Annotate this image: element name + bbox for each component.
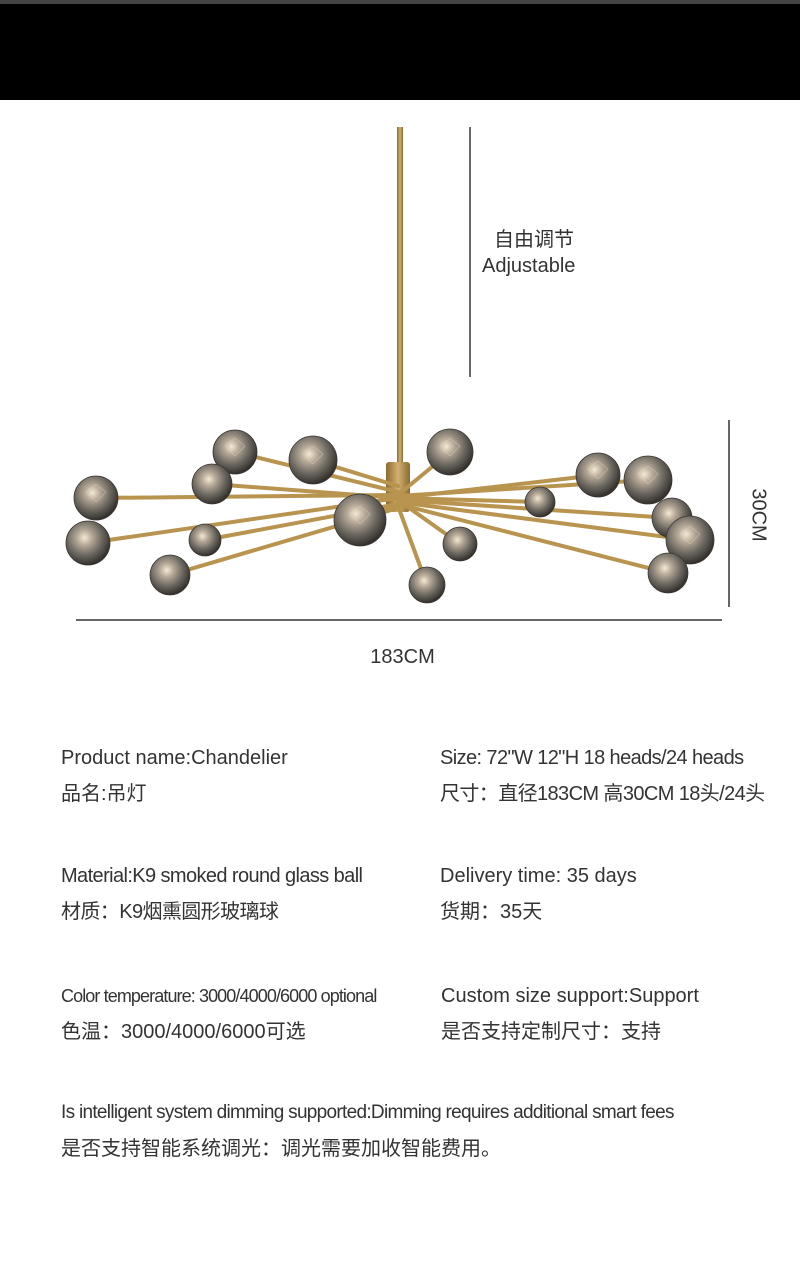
spec-material: Material:K9 smoked round glass ball 材质：K… bbox=[61, 858, 363, 930]
spec-product-name-en: Product name:Chandelier bbox=[61, 747, 288, 769]
adjustable-label-cn: 自由调节 bbox=[494, 229, 574, 251]
spec-dimming-en: Is intelligent system dimming supported:… bbox=[61, 1102, 674, 1123]
spec-color-temperature-en: Color temperature: 3000/4000/6000 option… bbox=[61, 986, 377, 1006]
spec-dimming: Is intelligent system dimming supported:… bbox=[61, 1095, 674, 1167]
height-label: 30CM bbox=[747, 488, 770, 542]
spec-custom-size-en: Custom size support:Support bbox=[441, 985, 699, 1007]
hanging-rod bbox=[397, 127, 403, 467]
banner-edge bbox=[0, 0, 800, 4]
spec-custom-size: Custom size support:Support 是否支持定制尺寸：支持 bbox=[441, 978, 699, 1050]
spec-color-temperature-cn: 色温：3000/4000/6000可选 bbox=[61, 1021, 306, 1043]
spec-size: Size: 72"W 12"H 18 heads/24 heads 尺寸：直径1… bbox=[440, 740, 765, 812]
spec-delivery-cn: 货期：35天 bbox=[440, 901, 543, 923]
adjustable-label: 自由调节 Adjustable bbox=[482, 227, 575, 279]
spec-product-name: Product name:Chandelier 品名:吊灯 bbox=[61, 740, 288, 812]
spec-delivery-en: Delivery time: 35 days bbox=[440, 865, 637, 887]
spec-color-temperature: Color temperature: 3000/4000/6000 option… bbox=[61, 978, 377, 1050]
spec-size-cn: 尺寸：直径183CM 高30CM 18头/24头 bbox=[440, 783, 765, 805]
spec-delivery: Delivery time: 35 days 货期：35天 bbox=[440, 858, 637, 930]
chandelier-diagram: 自由调节 Adjustable 30CM 183CM bbox=[0, 100, 800, 690]
spec-product-name-cn: 品名:吊灯 bbox=[61, 783, 147, 805]
spec-material-en: Material:K9 smoked round glass ball bbox=[61, 865, 363, 887]
chandelier-illustration bbox=[65, 127, 730, 621]
glass-balls bbox=[65, 428, 715, 604]
adjustable-label-en: Adjustable bbox=[482, 255, 576, 277]
glass-facets bbox=[85, 437, 701, 545]
spec-dimming-cn: 是否支持智能系统调光：调光需要加收智能费用。 bbox=[61, 1138, 501, 1160]
width-label: 183CM bbox=[370, 646, 435, 668]
spec-custom-size-cn: 是否支持定制尺寸：支持 bbox=[441, 1021, 661, 1043]
spec-material-cn: 材质：K9烟熏圆形玻璃球 bbox=[61, 901, 279, 923]
top-banner bbox=[0, 0, 800, 100]
spec-size-en: Size: 72"W 12"H 18 heads/24 heads bbox=[440, 747, 744, 769]
